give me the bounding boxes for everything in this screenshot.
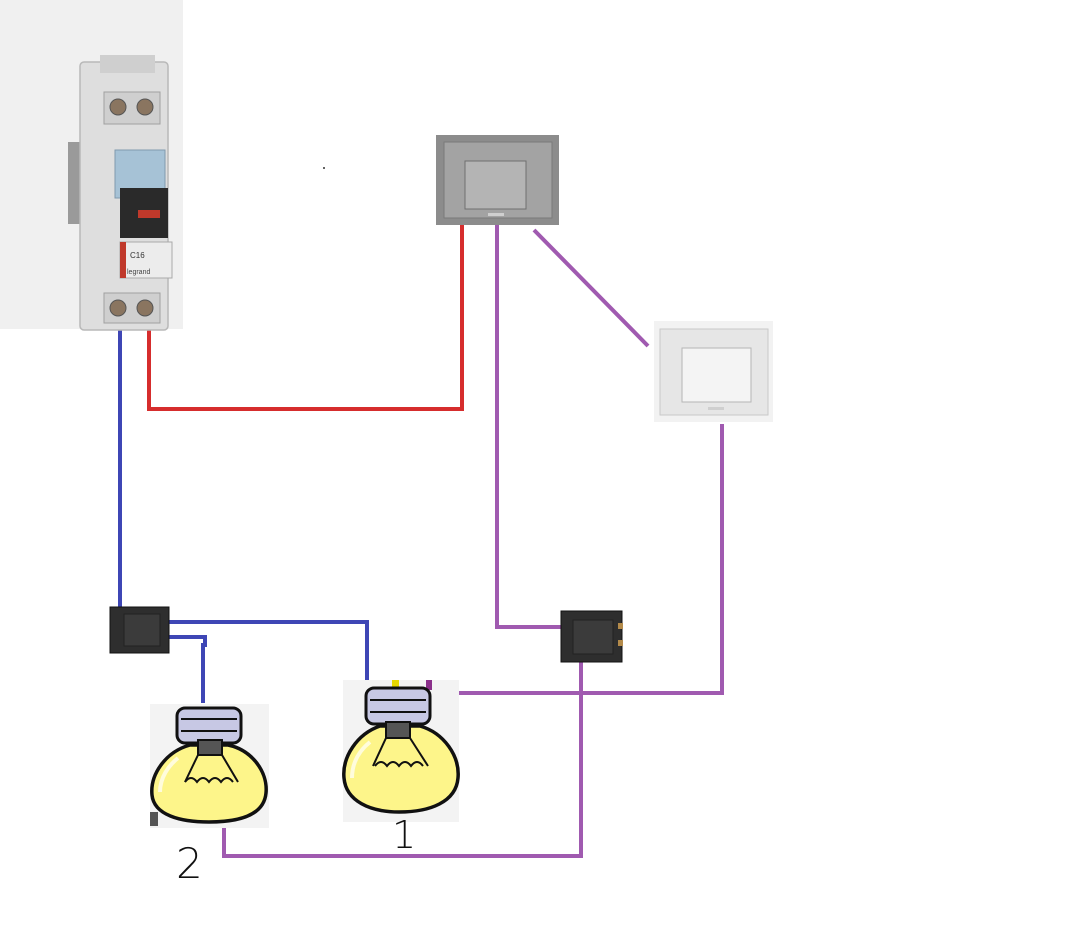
junction-box-icon xyxy=(560,610,623,663)
traveller-wire-ab xyxy=(532,228,650,348)
breaker-brand-text: legrand xyxy=(127,269,150,276)
lamp-2-label: 2 xyxy=(176,839,203,888)
neutral-lamp1-wire xyxy=(168,620,369,683)
neutral-lamp2-wire xyxy=(168,635,207,703)
lamp-1-label: 1 xyxy=(392,813,416,857)
wall-switch-icon xyxy=(654,321,773,422)
line-feed-wire xyxy=(147,224,464,411)
stray-dot xyxy=(323,167,325,169)
switch-b-lamp1-wire xyxy=(434,424,724,695)
wall-switch-icon xyxy=(436,135,559,225)
junction-box-icon xyxy=(109,606,170,654)
switch-a-junction-wire xyxy=(495,224,562,629)
junction-lamp2-wire xyxy=(222,662,583,858)
light-bulb-icon xyxy=(342,680,460,822)
circuit-breaker-icon: C16 legrand xyxy=(0,0,183,331)
wires xyxy=(37,16,724,858)
light-bulb-icon xyxy=(150,704,269,828)
breaker-rating-text: C16 xyxy=(130,251,145,260)
